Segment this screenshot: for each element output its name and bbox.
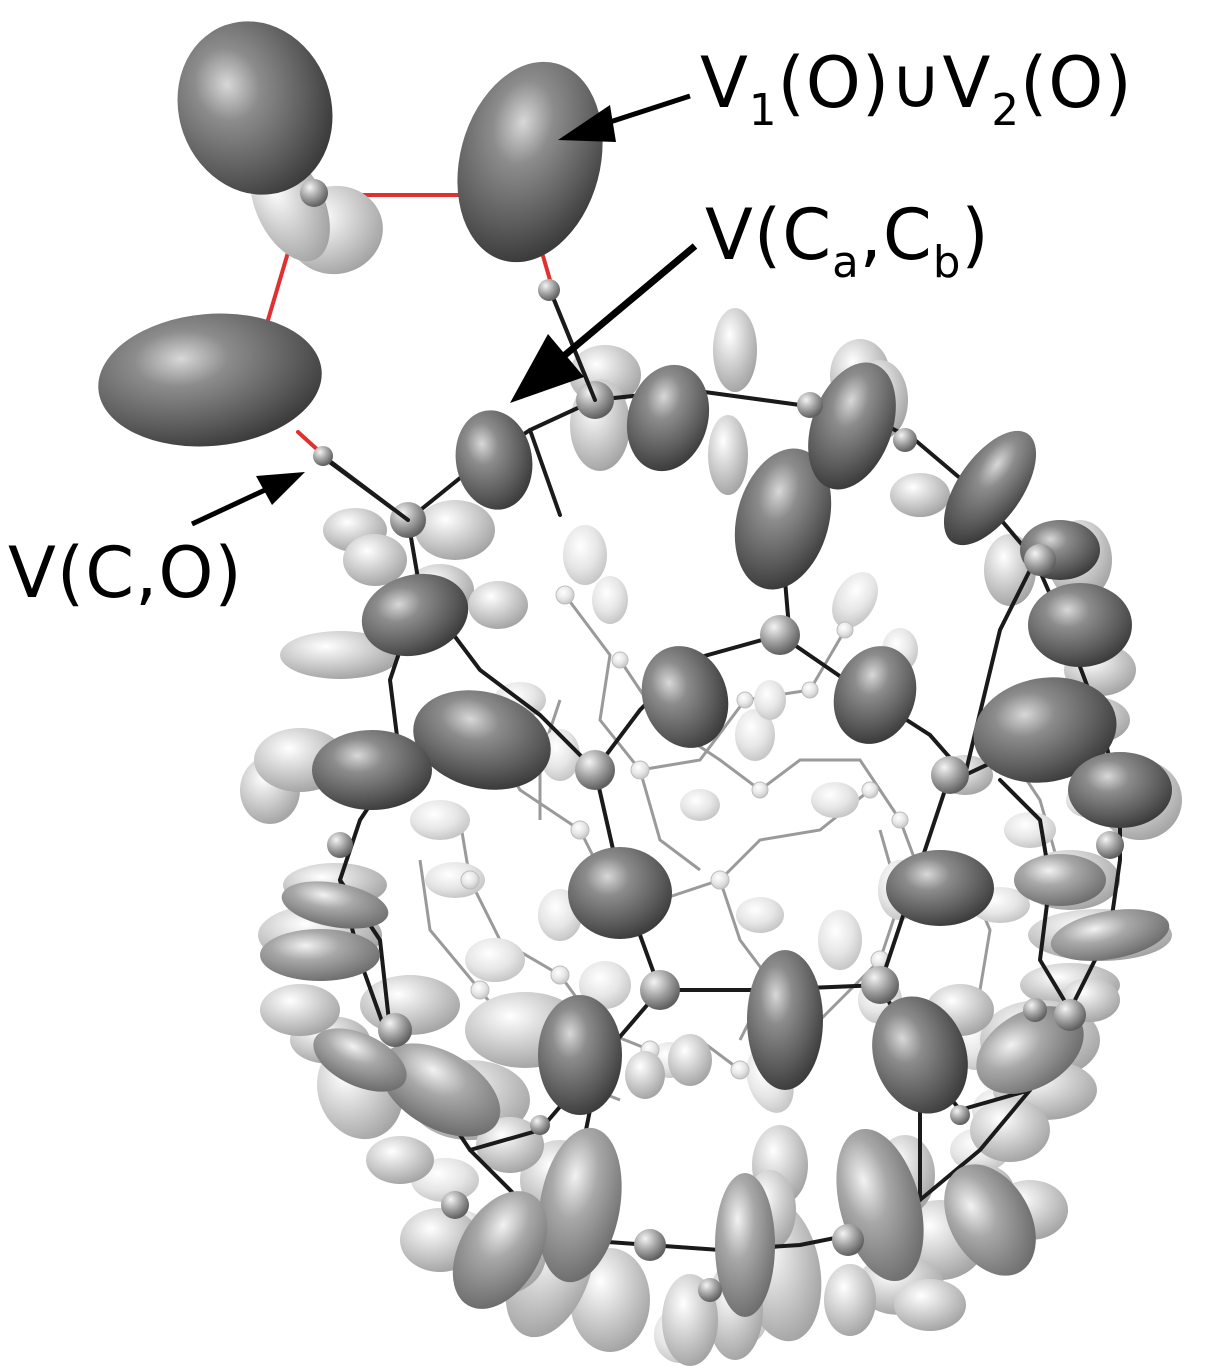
- arrowhead-co: [256, 472, 305, 505]
- label-co-bond: V(C,O): [8, 538, 243, 608]
- front-atoms: [327, 381, 1124, 1302]
- label-cc-mid: ,C: [859, 194, 933, 276]
- label-cc-bond: V(Ca,Cb): [705, 200, 990, 285]
- label-co-text: V(C,O): [8, 532, 243, 614]
- label-cc-sub-a: a: [832, 238, 860, 289]
- arrowhead-cc: [510, 334, 584, 403]
- label-oxygen-lone-pairs: V1(O)∪V2(O): [700, 48, 1133, 133]
- ring-atoms: [300, 179, 560, 466]
- co-bonds: [321, 288, 597, 522]
- front-mid-basins: [260, 854, 1170, 1317]
- label-oxygen-tail: (O): [1019, 42, 1133, 124]
- arrowhead-oxygen: [558, 105, 616, 142]
- label-oxygen-v1: V: [700, 42, 749, 124]
- label-oxygen-sub2: 2: [991, 86, 1020, 137]
- label-oxygen-mid: (O)∪V: [777, 42, 992, 124]
- annotation-arrows: [190, 93, 698, 527]
- label-cc-sub-b: b: [932, 238, 962, 289]
- oxygen-lone-pair-basins: [98, 21, 603, 447]
- front-dark-basins: [312, 362, 1172, 1115]
- label-cc-pre: V(C: [705, 194, 833, 276]
- label-oxygen-sub1: 1: [748, 86, 778, 137]
- label-cc-tail: ): [961, 194, 990, 276]
